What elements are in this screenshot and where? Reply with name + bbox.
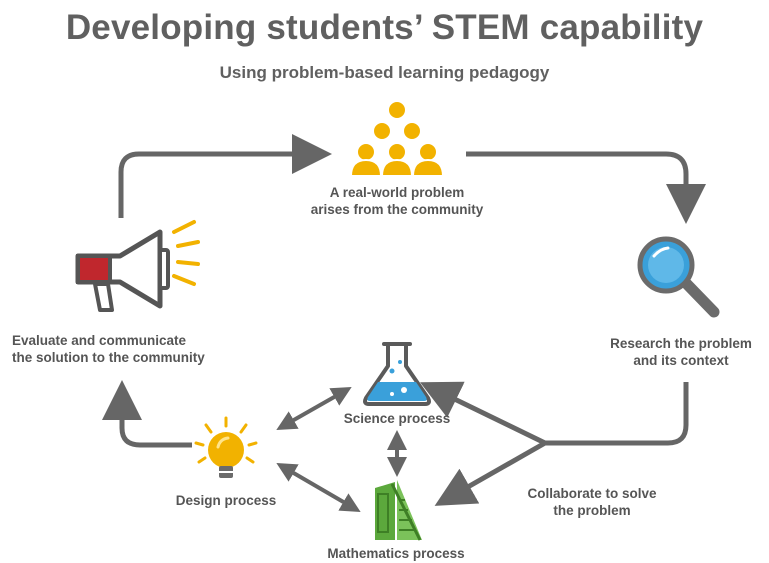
megaphone-icon [75, 220, 200, 312]
research-label: Research the problem and its context [594, 335, 768, 369]
mathematics-process-label: Mathematics process [327, 546, 465, 561]
page-title: Developing students’ STEM capability [65, 8, 704, 47]
lightbulb-icon [194, 416, 258, 478]
arrow-design-math [276, 462, 361, 513]
problem-label: A real-world problem arises from the com… [290, 184, 504, 218]
flask-icon [363, 342, 431, 406]
evaluate-label: Evaluate and communicate the solution to… [12, 332, 252, 366]
arrow-design-to-evaluate [102, 380, 192, 448]
collaborate-label-line1: Collaborate to solve [527, 486, 657, 501]
page-subtitle: Using problem-based learning pedagogy [219, 63, 550, 82]
arrow-collaborate-to-math [434, 440, 547, 506]
research-label-line1: Research the problem [610, 336, 752, 351]
arrow-evaluate-to-problem [118, 134, 332, 218]
problem-label-line1: A real-world problem [329, 185, 465, 200]
research-label-line2: and its context [633, 353, 729, 368]
arrow-problem-to-research [466, 151, 706, 224]
arrow-research-to-collaborate [545, 382, 689, 446]
people-group-icon [349, 100, 445, 177]
magnifier-icon [637, 236, 720, 318]
collaborate-label-line2: the problem [553, 503, 631, 518]
collaborate-label: Collaborate to solve the problem [512, 485, 672, 519]
arrow-collaborate-to-science [420, 381, 547, 446]
set-square-icon [375, 480, 422, 541]
evaluate-label-line1: Evaluate and communicate [12, 333, 187, 348]
design-process-label: Design process [175, 493, 277, 508]
evaluate-label-line2: the solution to the community [12, 350, 205, 365]
science-process-label: Science process [343, 411, 451, 426]
problem-label-line2: arises from the community [310, 202, 484, 217]
arrow-design-science [276, 387, 352, 430]
